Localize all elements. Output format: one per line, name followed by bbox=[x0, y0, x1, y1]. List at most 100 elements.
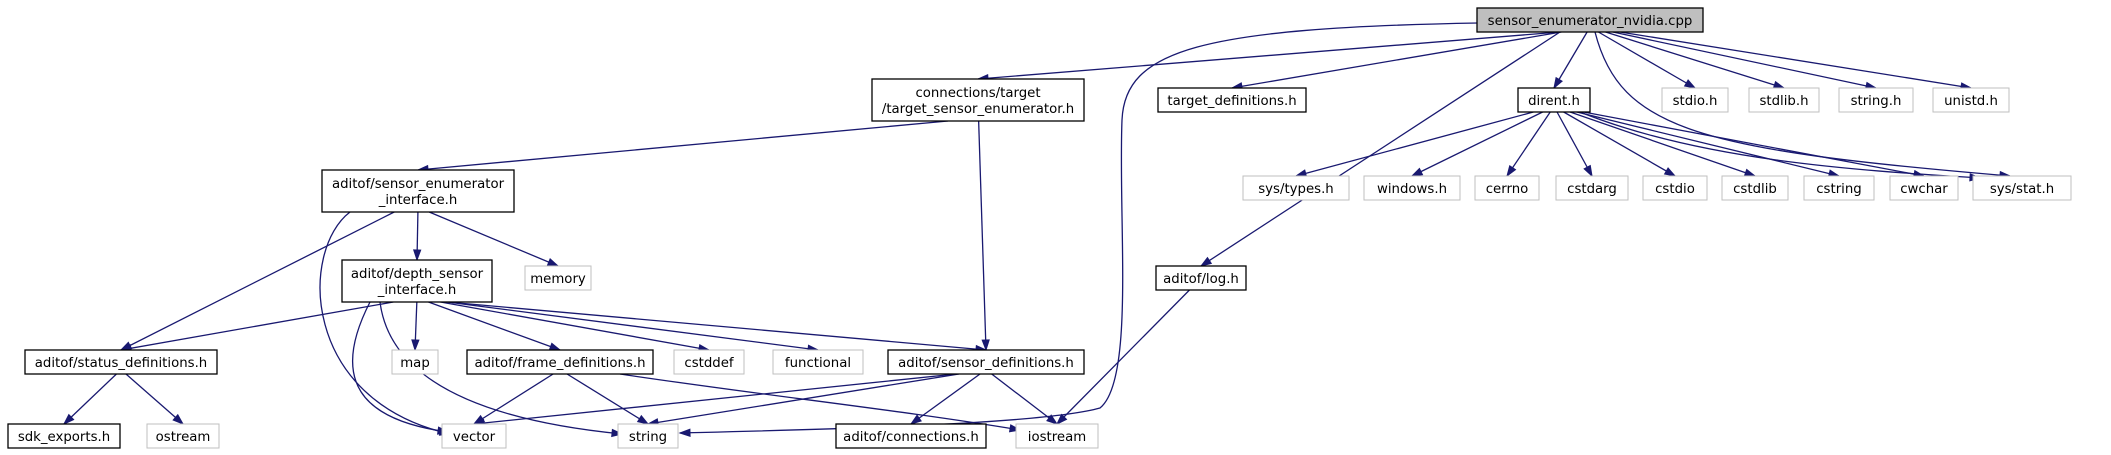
node-label: /target_sensor_enumerator.h bbox=[882, 102, 1074, 117]
node-box bbox=[1748, 87, 1820, 113]
node-cerrno: cerrno bbox=[1474, 175, 1540, 201]
node-label: _interface.h bbox=[377, 283, 457, 298]
node-tse[interactable]: connections/target/target_sensor_enumera… bbox=[871, 78, 1085, 122]
edge-sensordefs-to-connections bbox=[909, 373, 981, 425]
edge-line bbox=[1594, 31, 2011, 177]
node-label: aditof/sensor_definitions.h bbox=[898, 356, 1074, 371]
node-label: cwchar bbox=[1900, 182, 1948, 197]
edge-line bbox=[440, 301, 710, 351]
edge-dirent-to-cwchar bbox=[1583, 111, 1926, 179]
edge-root-to-stringh bbox=[1612, 31, 1878, 90]
edge-tse-to-sensordefs bbox=[977, 120, 990, 352]
node-label: cstddef bbox=[684, 356, 734, 371]
node-box bbox=[7, 423, 121, 449]
edge-log-to-iostream bbox=[1055, 289, 1190, 426]
edge-line bbox=[1576, 111, 1840, 177]
edge-line bbox=[120, 211, 395, 351]
node-label: ostream bbox=[156, 430, 211, 445]
edge-line bbox=[1605, 31, 1785, 89]
edge-sei-to-dsi bbox=[412, 211, 422, 262]
node-sei[interactable]: aditof/sensor_enumerator_interface.h bbox=[321, 169, 515, 213]
node-frame[interactable]: aditof/frame_definitions.h bbox=[466, 349, 654, 375]
edge-dsi-to-functional bbox=[446, 301, 820, 353]
node-status[interactable]: aditof/status_definitions.h bbox=[24, 349, 218, 375]
edge-line bbox=[63, 373, 117, 425]
node-tdefs[interactable]: target_definitions.h bbox=[1157, 87, 1307, 113]
edge-line bbox=[1056, 289, 1190, 425]
node-label: unistd.h bbox=[1944, 94, 1998, 109]
node-cstddef: cstddef bbox=[673, 349, 745, 375]
arrowhead-icon bbox=[1506, 164, 1517, 178]
arrowhead-icon bbox=[1553, 76, 1563, 90]
arrowhead-icon bbox=[1663, 167, 1677, 177]
edge-dirent-to-cerrno bbox=[1506, 111, 1551, 178]
arrowhead-icon bbox=[981, 339, 990, 352]
edge-dsi-to-map bbox=[411, 301, 420, 352]
node-dirent[interactable]: dirent.h bbox=[1517, 87, 1591, 113]
edge-dirent-to-windowsh bbox=[1410, 111, 1543, 177]
node-box bbox=[835, 423, 987, 449]
arrowhead-icon bbox=[1583, 164, 1593, 178]
edge-line bbox=[379, 301, 623, 435]
arrowhead-icon bbox=[62, 413, 75, 426]
edge-root-to-dirent bbox=[1553, 31, 1588, 90]
edge-line bbox=[1200, 31, 1561, 267]
node-label: string bbox=[629, 430, 667, 445]
node-label: iostream bbox=[1028, 430, 1086, 445]
edge-line bbox=[1612, 31, 1877, 89]
node-label: dirent.h bbox=[1528, 94, 1580, 109]
edge-line bbox=[977, 120, 987, 351]
node-label: vector bbox=[453, 430, 496, 445]
arrowhead-icon bbox=[1199, 256, 1213, 267]
node-root[interactable]: sensor_enumerator_nvidia.cpp bbox=[1476, 7, 1704, 33]
node-box bbox=[617, 423, 679, 449]
node-box bbox=[1363, 175, 1461, 201]
edge-line bbox=[319, 211, 451, 435]
node-label: cstdlib bbox=[1733, 182, 1777, 197]
arrowhead-icon bbox=[1046, 414, 1059, 425]
node-label: aditof/status_definitions.h bbox=[35, 356, 207, 371]
arrowhead-icon bbox=[1743, 168, 1757, 177]
node-label: memory bbox=[530, 272, 586, 287]
node-dsi[interactable]: aditof/depth_sensor_interface.h bbox=[341, 259, 493, 303]
arrowhead-icon bbox=[1772, 80, 1786, 89]
edge-dirent-to-cstdarg bbox=[1556, 111, 1593, 178]
node-functional: functional bbox=[772, 349, 864, 375]
node-box bbox=[1838, 87, 1914, 113]
node-sensordefs[interactable]: aditof/sensor_definitions.h bbox=[887, 349, 1085, 375]
node-box bbox=[1474, 175, 1540, 201]
node-iostream: iostream bbox=[1015, 423, 1099, 449]
node-label: cerrno bbox=[1486, 182, 1529, 197]
node-sdk[interactable]: sdk_exports.h bbox=[7, 423, 121, 449]
node-box bbox=[1155, 265, 1247, 291]
node-box bbox=[1157, 87, 1307, 113]
node-label: _interface.h bbox=[378, 193, 458, 208]
edge-sensordefs-to-string bbox=[646, 373, 960, 427]
node-cstdarg: cstdarg bbox=[1555, 175, 1629, 201]
edge-frame-to-string bbox=[566, 373, 650, 425]
node-box bbox=[1555, 175, 1629, 201]
node-connections[interactable]: aditof/connections.h bbox=[835, 423, 987, 449]
edge-line bbox=[1569, 111, 1756, 177]
node-label: target_definitions.h bbox=[1167, 94, 1296, 109]
edge-dsi-to-status bbox=[119, 301, 394, 353]
edge-line bbox=[647, 373, 960, 425]
node-box bbox=[1721, 175, 1789, 201]
node-label: aditof/log.h bbox=[1163, 272, 1239, 287]
edge-line bbox=[473, 373, 957, 425]
node-sysstat: sys/stat.h bbox=[1972, 175, 2072, 201]
node-label: map bbox=[400, 356, 430, 371]
node-label: sdk_exports.h bbox=[18, 430, 110, 445]
node-string: string bbox=[617, 423, 679, 449]
arrowhead-icon bbox=[611, 428, 624, 438]
edge-dirent-to-cstring bbox=[1576, 111, 1841, 178]
node-box bbox=[391, 349, 439, 375]
node-cstdio: cstdio bbox=[1642, 175, 1708, 201]
node-box bbox=[1476, 7, 1704, 33]
node-stdlibh: stdlib.h bbox=[1748, 87, 1820, 113]
node-box bbox=[772, 349, 864, 375]
node-box bbox=[466, 349, 654, 375]
edge-dirent-to-systypes bbox=[1294, 111, 1534, 178]
node-label: sensor_enumerator_nvidia.cpp bbox=[1488, 14, 1693, 29]
node-log[interactable]: aditof/log.h bbox=[1155, 265, 1247, 291]
